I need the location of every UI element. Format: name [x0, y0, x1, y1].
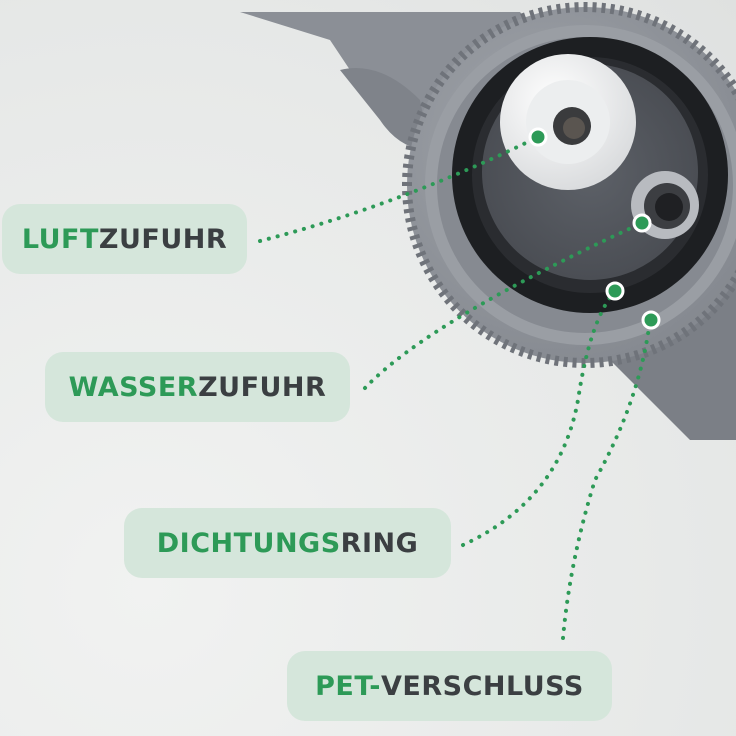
label-sealing-ring-accent: DICHTUNGS: [157, 528, 341, 559]
label-water-supply-accent: WASSER: [69, 372, 198, 403]
label-pet-closure-rest: VERSCHLUSS: [381, 671, 584, 702]
label-water-supply-rest: ZUFUHR: [198, 372, 326, 403]
label-pet-closure-accent: PET-: [315, 671, 381, 702]
label-sealing-ring-rest: RING: [341, 528, 419, 559]
anchor-dot-pet: [643, 312, 659, 328]
water-inlet-hole: [655, 193, 683, 221]
label-air-supply-rest: ZUFUHR: [99, 224, 227, 255]
anchor-dot-air: [530, 129, 546, 145]
label-air-supply-accent: LUFT: [22, 224, 99, 255]
air-inlet-hole-inner: [563, 117, 585, 139]
anchor-dot-seal: [607, 283, 623, 299]
label-pet-closure: PET-VERSCHLUSS: [287, 651, 612, 721]
anchor-dot-water: [634, 215, 650, 231]
